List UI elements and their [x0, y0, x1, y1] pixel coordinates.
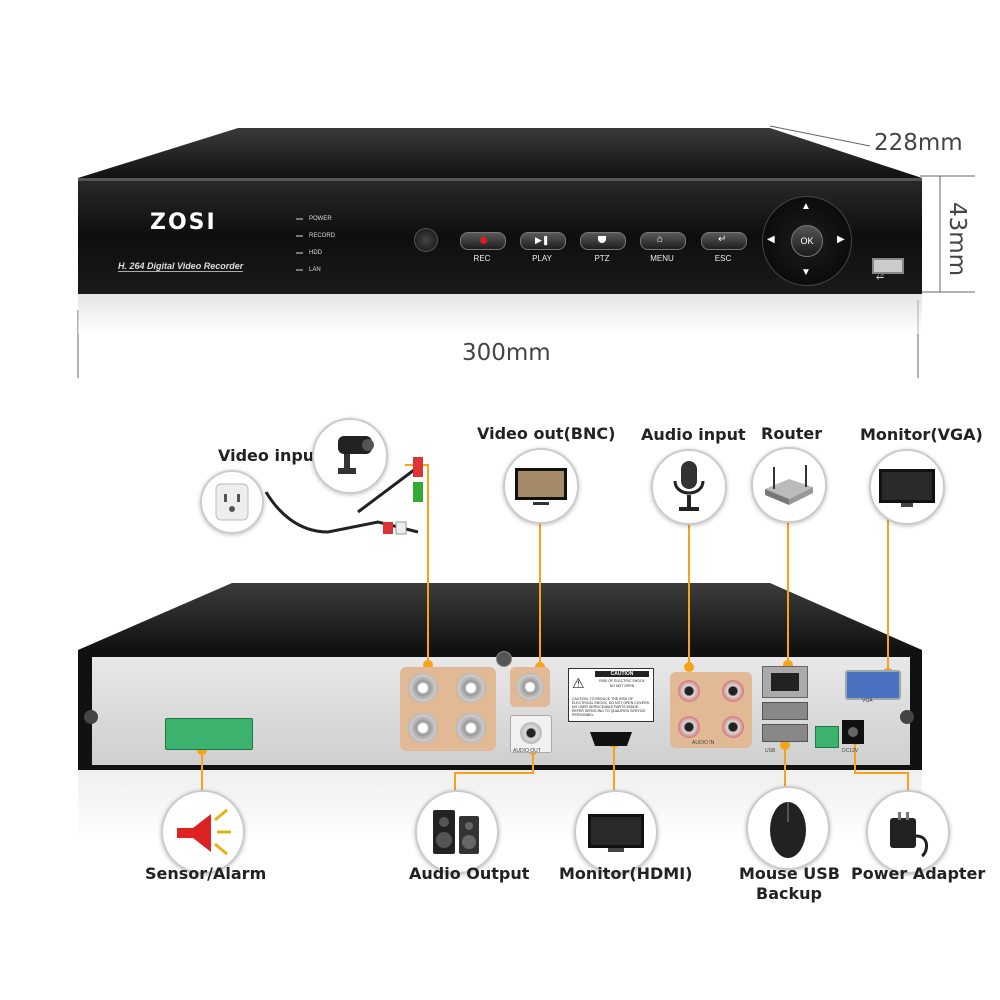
ptz-button[interactable]: [580, 232, 626, 250]
audio-input-label: Audio input: [641, 425, 746, 444]
audio-out-label: AUDIO OUT: [513, 748, 541, 754]
sensor-alarm-label: Sensor/Alarm: [145, 864, 267, 883]
rec-button[interactable]: [460, 232, 506, 250]
nav-right-icon[interactable]: ▶: [837, 234, 845, 245]
rec-label: REC: [473, 254, 491, 263]
nav-left-icon[interactable]: ◀: [767, 234, 775, 245]
width-dimension: 300mm: [462, 340, 551, 366]
usb-icon: ⭁: [876, 272, 884, 283]
router-icon: [751, 447, 827, 523]
video-input-label: Video input: [218, 446, 322, 465]
menu-button[interactable]: ⌂: [640, 232, 686, 250]
speaker-icon: [415, 790, 499, 874]
hdmi-port[interactable]: [590, 732, 632, 746]
backup-label: Backup: [756, 884, 822, 903]
led-panel: POWER RECORD HDD LAN: [296, 210, 335, 278]
audio-in-3[interactable]: [678, 716, 700, 738]
ptz-label: PTZ: [594, 254, 610, 263]
model-text: H. 264 Digital Video Recorder: [118, 261, 244, 272]
alarm-siren-icon: [161, 790, 245, 874]
led-power: POWER: [296, 210, 335, 227]
bnc-input-3[interactable]: [408, 713, 438, 743]
esc-button[interactable]: ↵: [701, 232, 747, 250]
dc-label: DC12V: [842, 748, 859, 754]
dc-power-port[interactable]: [842, 720, 864, 744]
vga-monitor-icon: [869, 449, 945, 525]
router-label: Router: [761, 424, 823, 443]
led-record: RECORD: [296, 227, 335, 244]
ir-receiver: [414, 228, 438, 252]
led-lan: LAN: [296, 261, 335, 278]
menu-label: MENU: [650, 254, 674, 263]
foot-right: [900, 710, 914, 724]
nav-pad[interactable]: ▲ ▼ ◀ ▶ OK: [762, 196, 852, 286]
tv-monitor-icon: [503, 448, 579, 524]
nav-up-icon[interactable]: ▲: [801, 201, 811, 212]
monitor-hdmi-label: Monitor(HDMI): [559, 864, 693, 883]
rj45-port[interactable]: [762, 666, 808, 698]
vga-port[interactable]: [845, 670, 901, 700]
microphone-icon: [651, 449, 727, 525]
play-button[interactable]: ▶❚: [520, 232, 566, 250]
audio-in-2[interactable]: [722, 680, 744, 702]
caution-label: ⚠ CAUTION RISK OF ELECTRIC SHOCK DO NOT …: [568, 668, 654, 722]
usb-rear-label: USB: [765, 748, 776, 754]
power-outlet-icon: [200, 470, 264, 534]
power-adapter-label: Power Adapter: [851, 864, 986, 883]
audio-output-label: Audio Output: [409, 864, 530, 883]
ground-screw: [496, 651, 512, 667]
ok-button[interactable]: OK: [791, 225, 823, 257]
warning-icon: ⚠: [572, 675, 585, 691]
dvr-front-body: [78, 128, 922, 334]
esc-label: ESC: [714, 254, 732, 263]
audio-in-1[interactable]: [678, 680, 700, 702]
front-usb-port[interactable]: [872, 258, 904, 274]
power-adapter-icon: [866, 790, 950, 874]
usb-port-2[interactable]: [762, 724, 808, 742]
usb-port-1[interactable]: [762, 702, 808, 720]
audio-in-panel: AUDIO IN: [670, 672, 752, 748]
mouse-usb-label: Mouse USB: [739, 864, 840, 883]
audio-in-4[interactable]: [722, 716, 744, 738]
camera-icon: [312, 418, 388, 494]
bnc-video-out[interactable]: [510, 667, 550, 707]
vga-label: VGA: [862, 698, 873, 704]
depth-dimension: 228mm: [874, 130, 963, 156]
monitor-vga-label: Monitor(VGA): [860, 425, 983, 444]
alarm-terminal-block[interactable]: [165, 718, 253, 750]
video-out-bnc-label: Video out(BNC): [477, 424, 616, 443]
nav-down-icon[interactable]: ▼: [801, 267, 811, 278]
bnc-input-panel: [400, 667, 496, 751]
hdmi-monitor-icon: [574, 790, 658, 874]
play-label: PLAY: [532, 254, 552, 263]
brand-logo: ZOSI: [150, 210, 217, 235]
audio-out-jack[interactable]: [510, 715, 552, 753]
bnc-input-4[interactable]: [456, 713, 486, 743]
video-power-cable-icon: [264, 457, 423, 535]
bnc-input-1[interactable]: [408, 673, 438, 703]
foot-left: [84, 710, 98, 724]
led-hdd: HDD: [296, 244, 335, 261]
mouse-icon: [746, 786, 830, 870]
rs485-terminal[interactable]: [815, 726, 839, 748]
bnc-input-2[interactable]: [456, 673, 486, 703]
